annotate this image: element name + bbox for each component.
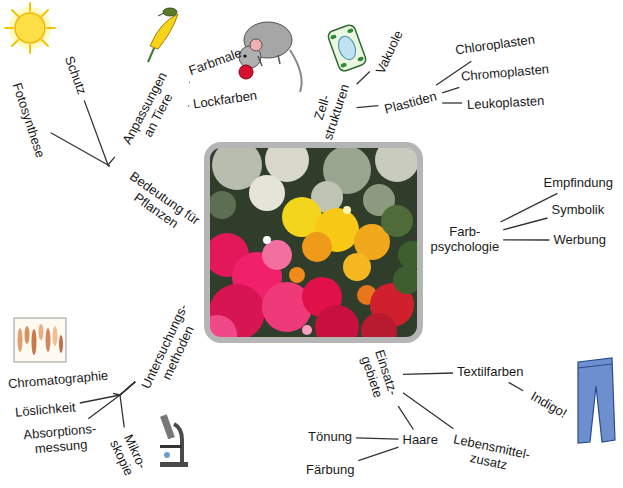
branch-label: Löslichkeit <box>12 399 78 422</box>
branch-text: Werbung <box>554 233 607 248</box>
sun-illustration <box>5 3 55 53</box>
branch-label: Tönung <box>306 429 354 446</box>
branch-text: Chromatographie <box>8 368 109 392</box>
branch-label: Chromoplasten <box>458 61 551 86</box>
branch-label: Plastiden <box>380 87 440 118</box>
branch-text: Plastiden <box>382 89 438 117</box>
branch-text: Tönung <box>308 430 352 445</box>
chromatogram-illustration <box>14 318 66 362</box>
branch-label: Farb- psychologie <box>429 224 502 256</box>
branch-label: Mikro- skopie <box>105 429 151 480</box>
branch-label: Textilfarben <box>455 364 525 381</box>
branch-line <box>357 106 379 108</box>
branch-line <box>108 157 115 166</box>
branch-text: Leukoplasten <box>466 93 544 112</box>
branch-line <box>84 100 109 166</box>
branch-label: Färbung <box>304 462 356 479</box>
branch-label: Chromatographie <box>5 367 111 393</box>
branch-line <box>503 218 547 230</box>
branch-line <box>501 193 558 222</box>
branch-line <box>403 373 453 374</box>
branch-label: Lockfarben <box>190 87 260 113</box>
branch-line <box>509 382 523 390</box>
branch-label: Zell- strukturen <box>305 76 354 145</box>
branch-line <box>113 382 135 395</box>
branch-line <box>503 239 549 240</box>
flower-photo <box>197 138 426 355</box>
branch-label: Haare <box>401 432 440 449</box>
branch-line <box>358 447 398 460</box>
branch-label: Anpassungen an Tiere <box>117 65 187 159</box>
branch-text: Haare <box>403 433 438 448</box>
branch-label: Symbolik <box>550 202 607 219</box>
mouse-illustration <box>239 22 302 92</box>
branch-label: Absorptions- messung <box>20 421 99 459</box>
branch-line <box>398 406 413 429</box>
branch-line <box>356 438 398 439</box>
branch-line <box>442 102 462 103</box>
branch-label: Farbmale <box>184 44 245 80</box>
branch-text: Chromoplasten <box>461 62 550 85</box>
branch-label: Vakuole <box>372 26 408 78</box>
branch-line <box>189 81 191 83</box>
branch-text: Vakuole <box>374 28 407 76</box>
branch-text: Zell- strukturen <box>307 78 353 142</box>
branch-label: Bedeutung für Pflanzen <box>112 164 209 245</box>
branch-text: Löslichkeit <box>14 400 76 420</box>
branch-line <box>357 72 370 85</box>
branch-text: Symbolik <box>552 203 605 218</box>
plant-cell-illustration <box>327 23 368 72</box>
branch-text: Lebensmittel- zusatz <box>449 432 532 477</box>
branch-line <box>403 393 453 429</box>
branch-text: Bedeutung für Pflanzen <box>114 166 206 243</box>
branch-text: Untersuchungs- methoden <box>139 302 205 398</box>
branch-text: Fotosynthese <box>9 81 47 160</box>
branch-text: Indigo! <box>527 389 568 421</box>
microscope-illustration <box>160 414 188 467</box>
branch-text: Textilfarben <box>457 365 523 380</box>
branch-text: Lockfarben <box>192 88 258 112</box>
branch-line <box>442 87 459 93</box>
branch-line <box>188 105 189 106</box>
branch-label: Empfindung <box>542 175 615 192</box>
branch-text: Mikro- skopie <box>106 432 149 479</box>
branch-text: Empfindung <box>544 176 613 191</box>
branch-label: Fotosynthese <box>7 78 48 161</box>
branch-text: Farb- psychologie <box>431 225 500 255</box>
branch-text: Absorptions- messung <box>22 422 97 458</box>
jeans-illustration <box>578 358 615 443</box>
branch-label: Werbung <box>552 232 609 249</box>
branch-line <box>51 133 110 166</box>
branch-label: Chloroplasten <box>452 31 538 59</box>
branch-text: Farbmale <box>187 46 244 79</box>
branch-label: Schutz <box>59 52 90 99</box>
branch-text: Chloroplasten <box>454 32 536 58</box>
branch-text: Färbung <box>306 463 354 478</box>
branch-label: Leukoplasten <box>464 92 546 113</box>
branch-label: Einsatz- gebiete <box>355 346 401 404</box>
branch-label: Indigo! <box>525 387 571 423</box>
flower-bird-illustration <box>148 8 178 62</box>
branch-label: Untersuchungs- methoden <box>137 300 206 400</box>
branch-line <box>120 382 135 428</box>
branch-label: Lebensmittel- zusatz <box>447 431 534 479</box>
branch-text: Anpassungen an Tiere <box>119 67 186 157</box>
branch-text: Einsatz- gebiete <box>357 348 400 402</box>
branch-text: Schutz <box>61 54 89 96</box>
